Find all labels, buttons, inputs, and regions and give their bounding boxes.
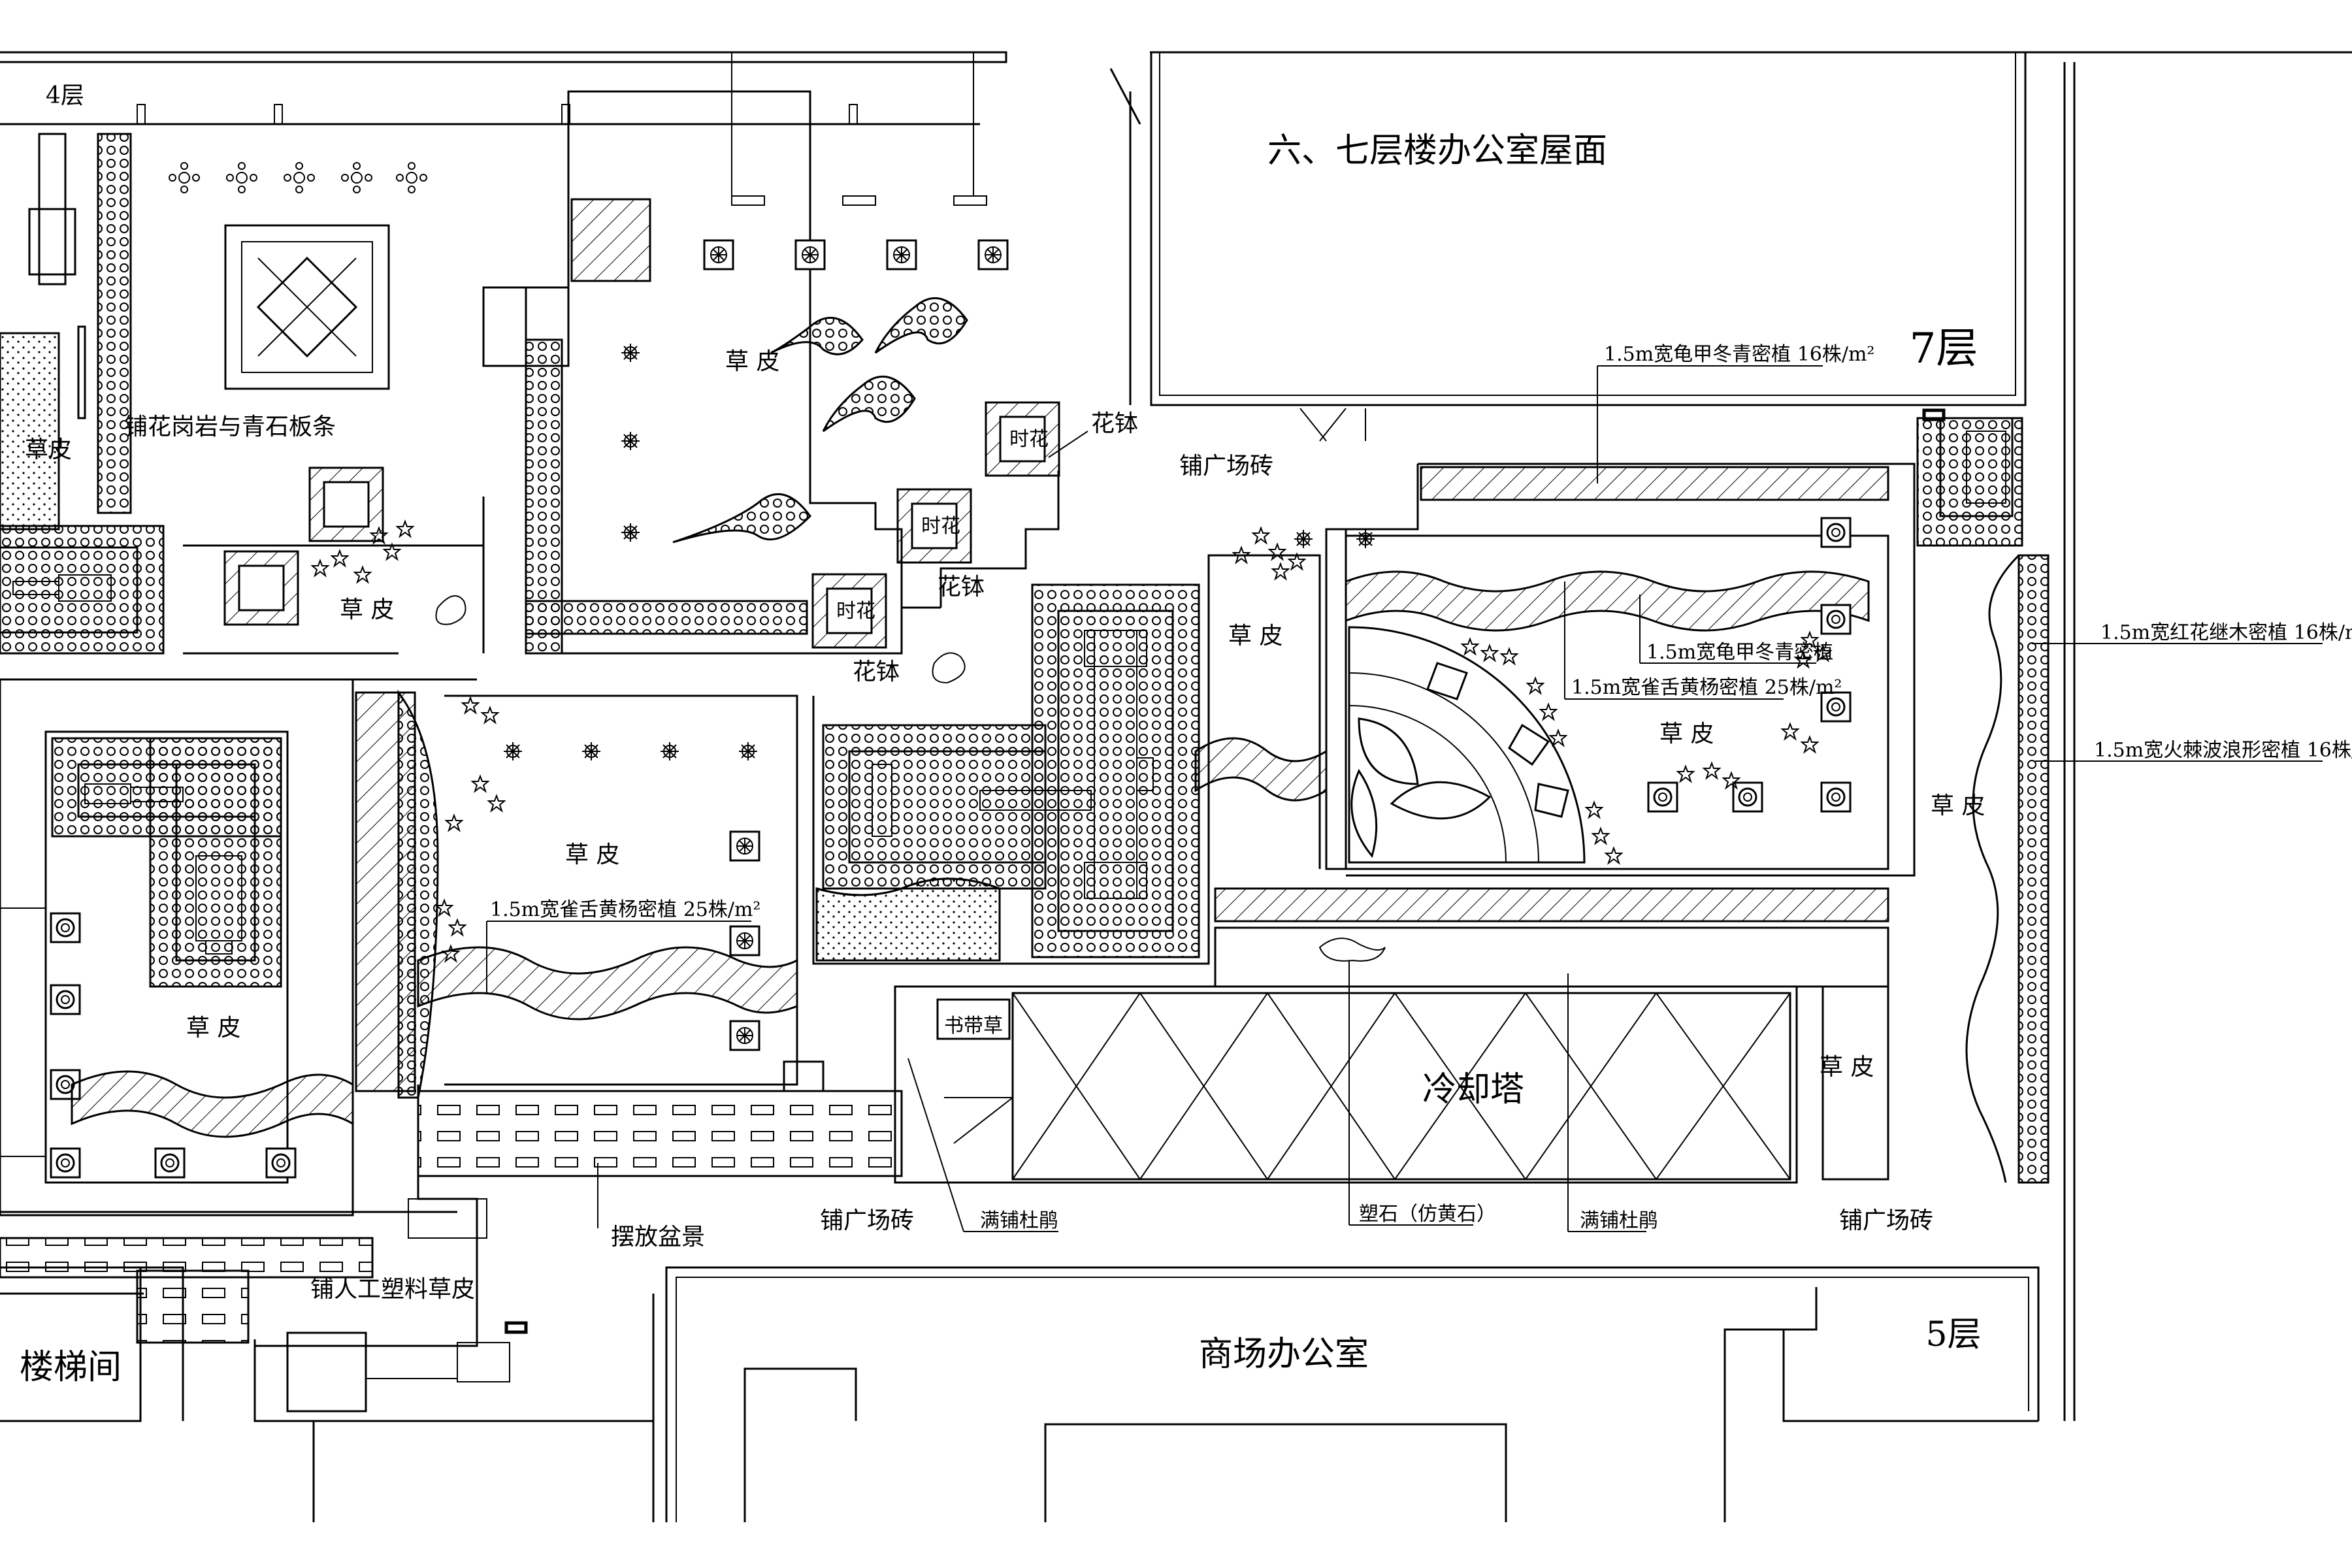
square-brick-label-top: 铺广场砖 <box>1179 453 1273 480</box>
azalea-right-label: 满铺杜鹃 <box>1580 1209 1658 1232</box>
bonsai-label: 摆放盆景 <box>611 1224 705 1250</box>
mall-office-label: 商场办公室 <box>1199 1335 1369 1374</box>
bonsai-walk: 摆放盆景 <box>0 1060 903 1347</box>
granite-paving-label: 铺花岗岩与青石板条 <box>124 414 336 440</box>
flower-bowls: 时花 时花 时花 花钵 花钵 花钵 <box>811 91 1138 685</box>
lawn-left-label: 草皮 <box>25 436 72 463</box>
bottom-buildings: 商场办公室 5层 楼梯间 铺人工塑料草皮 <box>0 1266 2040 1522</box>
lower-left-garden: 草 皮 <box>0 678 477 1217</box>
floor5-label: 5层 <box>1925 1315 1981 1354</box>
lawn-azalea-label: 草 皮 <box>1820 1054 1874 1081</box>
right-garden: 草 皮 <box>1325 463 1916 877</box>
sparrow-tongue-left-label: 1.5m宽雀舌黄杨密植 25株/m² <box>490 898 760 921</box>
cooling-tower: 冷却塔 书带草 <box>894 985 1798 1184</box>
azalea-strip: 草 皮 塑石（仿黄石） 满铺杜鹃 满铺杜鹃 <box>907 887 1889 1232</box>
lawn-lower-centre-label: 草 皮 <box>565 841 619 868</box>
rockery-label: 塑石（仿黄石） <box>1359 1203 1496 1226</box>
stairwell-label: 楼梯间 <box>20 1348 122 1387</box>
artificial-turf-label: 铺人工塑料草皮 <box>310 1276 475 1303</box>
fountain-row: 草 皮 <box>0 466 485 655</box>
seasonal-flower-1: 时花 <box>1009 428 1049 451</box>
azalea-left-label: 满铺杜鹃 <box>980 1209 1058 1232</box>
middle-fountain: 草 皮 <box>812 527 1375 965</box>
seasonal-flower-3: 时花 <box>836 600 875 623</box>
square-brick-label-right: 铺广场砖 <box>1839 1207 1933 1234</box>
floor7-label: 7层 <box>1910 325 1978 373</box>
red-loropetalum-label: 1.5m宽红花继木密植 16株/m² <box>2100 621 2352 644</box>
right-hedge-zone: 草 皮 1.5m宽红花继木密植 16株/m² 1.5m宽火棘波浪形密植 16株/… <box>1916 408 2352 1184</box>
hedge-top-label: 1.5m宽龟甲冬青密植 16株/m² <box>1604 343 1874 366</box>
lawn-lower-left-label: 草 皮 <box>186 1015 240 1041</box>
flower-bowl-label-1: 花钵 <box>1091 410 1138 437</box>
square-brick-label-left: 铺广场砖 <box>820 1207 914 1234</box>
lower-centre-lawn: 草 皮 1.5m宽雀舌黄杨密植 25株/m² <box>417 694 798 1086</box>
lawn-edge-label: 草 皮 <box>1931 792 1985 819</box>
hedge-inner-label: 1.5m宽龟甲冬青密植 <box>1646 641 1833 664</box>
flower-bowl-label-2: 花钵 <box>938 574 985 600</box>
floor4-label: 4层 <box>46 82 84 109</box>
geometric-paving-square <box>224 224 390 390</box>
firethorn-label: 1.5m宽火棘波浪形密植 16株/m² <box>2094 739 2352 762</box>
lawn-fountain-label: 草 皮 <box>340 596 394 623</box>
lawn-right-label: 草 皮 <box>1659 721 1714 747</box>
cooling-tower-label: 冷却塔 <box>1422 1070 1524 1109</box>
granite-paving-zone: 草皮 铺花岗岩与青石板条 <box>0 133 427 531</box>
lawn-central-label: 草 皮 <box>725 348 779 375</box>
lawn-middle-label: 草 皮 <box>1228 623 1282 649</box>
carpet-grass-label: 书带草 <box>944 1015 1003 1037</box>
office-roof-block: 六、七层楼办公室屋面 7层 <box>1150 52 2027 442</box>
floor4-strip: 4层 <box>46 68 1141 125</box>
seasonal-flower-2: 时花 <box>921 515 960 538</box>
hedge-callouts: 1.5m宽龟甲冬青密植 16株/m² 1.5m宽龟甲冬青密植 1.5m宽雀舌黄杨… <box>1564 343 1874 700</box>
sparrow-tongue-right-label: 1.5m宽雀舌黄杨密植 25株/m² <box>1571 676 1842 699</box>
building-outline <box>0 51 2352 1421</box>
flower-bowl-label-3: 花钵 <box>853 659 900 685</box>
central-garden: 草 皮 <box>482 52 1009 655</box>
office-roof-label: 六、七层楼办公室屋面 <box>1267 131 1607 171</box>
fan-paving <box>1348 626 1586 864</box>
